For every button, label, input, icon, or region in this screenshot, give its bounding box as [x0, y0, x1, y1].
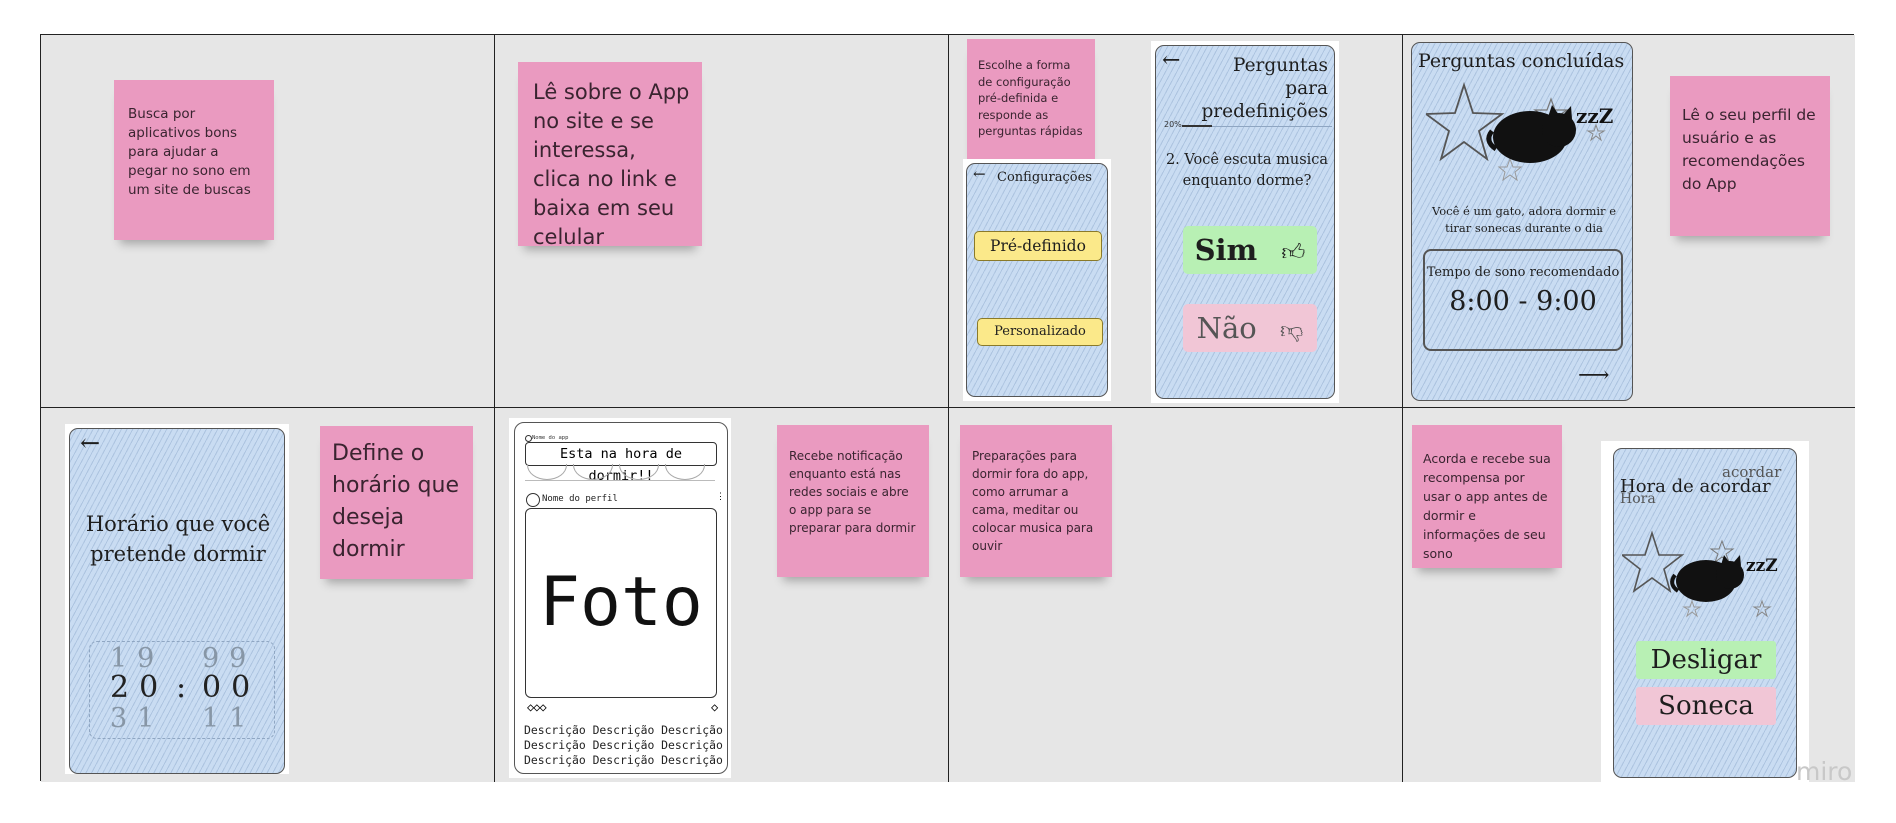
acordar-title-scribble: acordar	[1722, 463, 1782, 481]
horario-title: Horário que você pretende dormir	[85, 512, 271, 566]
back-arrow-icon[interactable]: ←	[973, 165, 986, 183]
story-circle[interactable]	[619, 464, 659, 480]
notification-headline[interactable]: Esta na hora de dormir!!	[525, 442, 717, 484]
minute-next: 11	[202, 703, 257, 734]
cell-1-1: Busca por aplicativos bons para ajudar a…	[41, 35, 495, 408]
stories-row	[525, 464, 715, 481]
miro-watermark: miro	[1796, 757, 1853, 786]
cell-2-3: Preparações para dormir fora do app, com…	[949, 408, 1403, 782]
cat-icon	[1486, 105, 1576, 163]
perguntas-screen: ← Perguntas para predefinições 20% 2. Vo…	[1155, 45, 1335, 399]
hour-next: 31	[110, 703, 165, 734]
social-screen: Nome do app Esta na hora de dormir!! Nom…	[514, 422, 728, 774]
thumbs-up-icon: 👍︎	[1281, 240, 1306, 266]
concluidas-description: Você é um gato, adora dormir e tirar son…	[1431, 204, 1617, 235]
description-line: Descrição Descrição Descrição	[524, 738, 723, 752]
sim-button[interactable]: Sim 👍︎	[1183, 226, 1317, 274]
sticky-note-perfil[interactable]: Lê o seu perfil de usuário e as recomend…	[1670, 76, 1830, 236]
star-icon	[1752, 599, 1772, 618]
sticky-note-define[interactable]: Define o horário que deseja dormir	[320, 426, 473, 579]
star-icon	[1622, 530, 1685, 593]
sticky-note-preparacoes[interactable]: Preparações para dormir fora do app, com…	[960, 425, 1112, 577]
sim-label: Sim	[1194, 233, 1258, 267]
description-line: Descrição Descrição Descrição	[524, 723, 723, 737]
question-text: 2. Você escuta musica enquanto dorme?	[1165, 152, 1329, 189]
sticky-note-notificacao[interactable]: Recebe notificação enquanto está nas red…	[777, 425, 929, 577]
sleep-time-label: Tempo de sono recomendado	[1426, 265, 1620, 280]
star-icon	[1709, 539, 1735, 564]
app-name-label: Nome do app	[532, 435, 569, 441]
zzz-icon: zzZ	[1576, 104, 1613, 128]
concluidas-screen: Perguntas concluídas zzZ Você é um gato,…	[1411, 42, 1633, 401]
app-avatar-icon	[525, 435, 532, 442]
zzz-icon: zzZ	[1746, 556, 1778, 576]
horario-screen: ← Horário que você pretende dormir 19 20…	[69, 428, 285, 774]
cell-2-4: Acorda e recebe sua recompensa por usar …	[1403, 408, 1855, 783]
config-title: Configurações	[997, 170, 1092, 185]
cell-2-2: Nome do app Esta na hora de dormir!! Nom…	[495, 408, 949, 782]
post-actions-icon[interactable]: ◇◇◇	[527, 700, 547, 714]
desligar-button[interactable]: Desligar	[1636, 641, 1776, 679]
next-arrow-icon[interactable]: ⟶	[1578, 363, 1610, 388]
post-description: Descrição Descrição Descrição Descrição …	[524, 723, 723, 768]
more-options-icon[interactable]: ⋮	[716, 492, 725, 502]
story-circle[interactable]	[573, 464, 613, 480]
config-screen: ← Configurações Pré-definido Personaliza…	[966, 163, 1108, 397]
post-photo[interactable]: Foto	[525, 508, 717, 698]
story-circle[interactable]	[665, 464, 705, 480]
story-circle[interactable]	[527, 464, 567, 480]
time-separator: :	[176, 670, 187, 705]
sticky-note-busca[interactable]: Busca por aplicativos bons para ajudar a…	[114, 80, 274, 240]
perguntas-title: Perguntas para predefinições	[1201, 55, 1328, 122]
profile-avatar-icon	[526, 493, 540, 507]
nao-button[interactable]: Não 👎︎	[1183, 304, 1317, 352]
minute-value[interactable]: 00	[202, 670, 261, 705]
sleeping-cat-illustration: zzZ	[1622, 530, 1778, 618]
back-arrow-icon[interactable]: ←	[1162, 48, 1181, 73]
hour-prev: 19	[110, 643, 165, 674]
minute-prev: 99	[202, 643, 257, 674]
soneca-button[interactable]: Soneca	[1636, 687, 1776, 725]
progress-fill	[1182, 125, 1212, 127]
sleep-time-value: 8:00 - 9:00	[1449, 286, 1597, 317]
star-icon	[1426, 82, 1505, 162]
personalizado-button[interactable]: Personalizado	[977, 318, 1103, 346]
concluidas-title: Perguntas concluídas	[1418, 50, 1625, 72]
cell-1-4: Perguntas concluídas zzZ Você é um gato,…	[1403, 35, 1855, 408]
star-icon	[1682, 599, 1702, 618]
hour-value[interactable]: 20	[110, 670, 169, 705]
cell-2-1: ← Horário que você pretende dormir 19 20…	[41, 408, 495, 782]
sleeping-cat-illustration: zzZ	[1426, 82, 1613, 182]
acordar-title: Hora de acordar	[1620, 476, 1771, 497]
acordar-screen: Hora de acordar acordar Hora zzZ Desliga…	[1613, 448, 1797, 778]
star-icon	[1586, 123, 1606, 142]
hora-title-scribble: Hora	[1620, 491, 1656, 507]
storyboard-grid: Busca por aplicativos bons para ajudar a…	[40, 34, 1855, 783]
predefinido-button[interactable]: Pré-definido	[974, 231, 1102, 261]
sticky-note-le-app[interactable]: Lê sobre o App no site e se interessa, c…	[518, 62, 702, 249]
photo-label: Foto	[539, 563, 703, 642]
description-line: Descrição Descrição Descrição	[524, 753, 723, 767]
nao-label: Não	[1196, 311, 1257, 345]
progress-label: 20%	[1164, 120, 1182, 129]
cat-icon	[1670, 555, 1744, 602]
time-picker[interactable]: 19 20 31 : 99 00 11	[89, 641, 275, 739]
thumbs-down-icon: 👎︎	[1279, 318, 1304, 344]
sleep-time-box: Tempo de sono recomendado 8:00 - 9:00	[1423, 249, 1623, 351]
save-icon[interactable]: ◇	[711, 700, 719, 714]
profile-name[interactable]: Nome do perfil	[542, 494, 618, 504]
star-icon	[1497, 157, 1523, 182]
sticky-note-escolhe[interactable]: Escolhe a forma de configuração pré-defi…	[967, 39, 1095, 159]
progress-track	[1182, 125, 1332, 127]
back-arrow-icon[interactable]: ←	[80, 429, 101, 457]
cell-1-3: Escolhe a forma de configuração pré-defi…	[949, 35, 1403, 408]
cell-1-2: Lê sobre o App no site e se interessa, c…	[495, 35, 949, 408]
sticky-note-acorda[interactable]: Acorda e recebe sua recompensa por usar …	[1412, 425, 1562, 568]
